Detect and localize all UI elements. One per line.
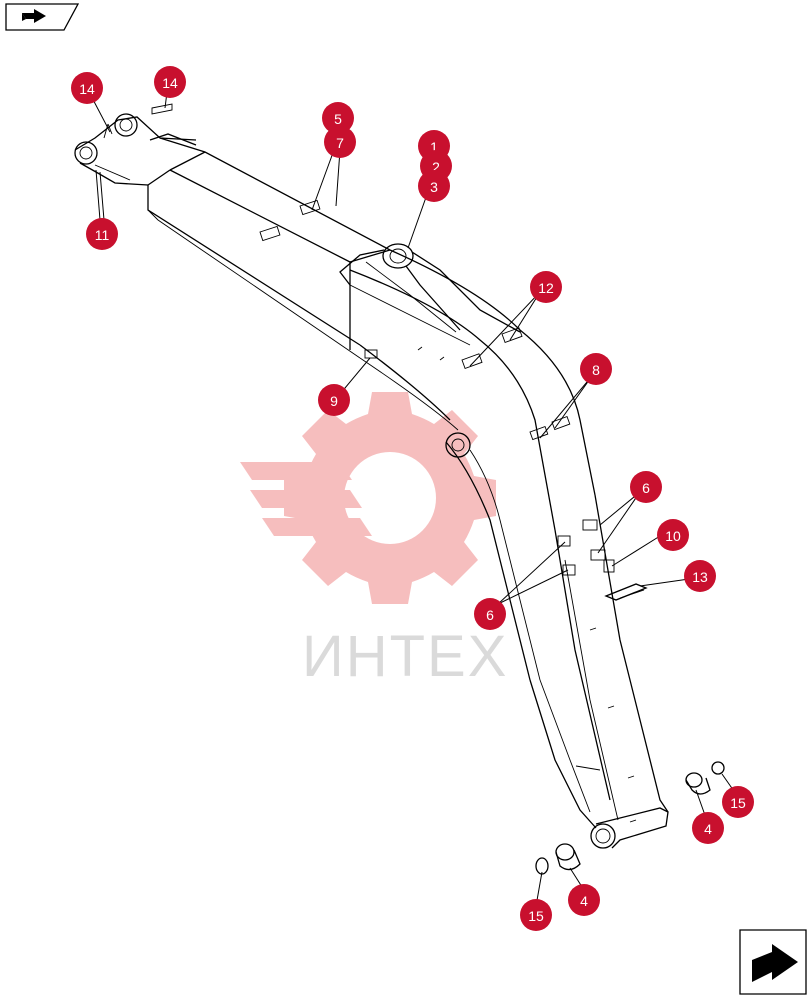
callout-circle [520, 899, 552, 931]
callout-15[interactable]: 15 [520, 899, 552, 931]
callout-label: 15 [730, 795, 746, 811]
callout-circle [630, 471, 662, 503]
callout-circle [530, 271, 562, 303]
callout-label: 6 [486, 607, 494, 623]
prev-page-button[interactable] [5, 3, 80, 31]
callout-label: 5 [334, 111, 342, 127]
callout-label: 10 [665, 528, 681, 544]
callout-label: 14 [79, 81, 95, 97]
callout-6[interactable]: 6 [474, 598, 506, 630]
callout-circle [318, 384, 350, 416]
watermark: ИНТЕХ [240, 392, 508, 689]
callout-label: 3 [430, 179, 438, 195]
callout-circle [568, 884, 600, 916]
callout-4[interactable]: 4 [692, 812, 724, 844]
callout-circle [657, 519, 689, 551]
boom-assembly [74, 103, 669, 849]
callout-13[interactable]: 13 [684, 560, 716, 592]
bushing-right [685, 761, 725, 795]
callout-circle [474, 598, 506, 630]
callout-circle [322, 102, 354, 134]
callout-label: 12 [538, 280, 554, 296]
callout-7[interactable]: 7 [324, 126, 356, 158]
callout-label: 13 [692, 569, 708, 585]
callout-14[interactable]: 14 [154, 66, 186, 98]
callout-label: 14 [162, 75, 178, 91]
callout-12[interactable]: 12 [530, 271, 562, 303]
callout-label: 6 [642, 480, 650, 496]
arrow-back-icon [22, 9, 46, 23]
callout-6[interactable]: 6 [630, 471, 662, 503]
callout-circle [71, 72, 103, 104]
callout-circle [684, 560, 716, 592]
callout-label: 15 [528, 908, 544, 924]
callout-circle [86, 218, 118, 250]
callout-label: 9 [330, 393, 338, 409]
callout-circle [324, 126, 356, 158]
callout-10[interactable]: 10 [657, 519, 689, 551]
callout-14[interactable]: 14 [71, 72, 103, 104]
callout-label: 4 [704, 821, 712, 837]
callout-5[interactable]: 5 [322, 102, 354, 134]
callout-label: 1 [430, 139, 438, 155]
arrow-forward-icon [752, 944, 798, 982]
callout-circle [418, 170, 450, 202]
callout-11[interactable]: 11 [86, 218, 118, 250]
callout-label: 8 [592, 362, 600, 378]
watermark-gear-icon [240, 392, 496, 604]
callout-label: 11 [95, 227, 110, 243]
callout-circle [154, 66, 186, 98]
callout-circle [580, 353, 612, 385]
callout-circle [722, 786, 754, 818]
callout-label: 2 [432, 159, 440, 175]
watermark-text: ИНТЕХ [302, 624, 508, 689]
callout-8[interactable]: 8 [580, 353, 612, 385]
callout-circle [692, 812, 724, 844]
callout-4[interactable]: 4 [568, 884, 600, 916]
callout-9[interactable]: 9 [318, 384, 350, 416]
next-page-button[interactable] [739, 929, 807, 995]
callout-label: 4 [580, 893, 588, 909]
callout-15[interactable]: 15 [722, 786, 754, 818]
callout-3[interactable]: 3 [418, 170, 450, 202]
bushing-left [535, 843, 581, 875]
callout-label: 7 [336, 135, 344, 151]
